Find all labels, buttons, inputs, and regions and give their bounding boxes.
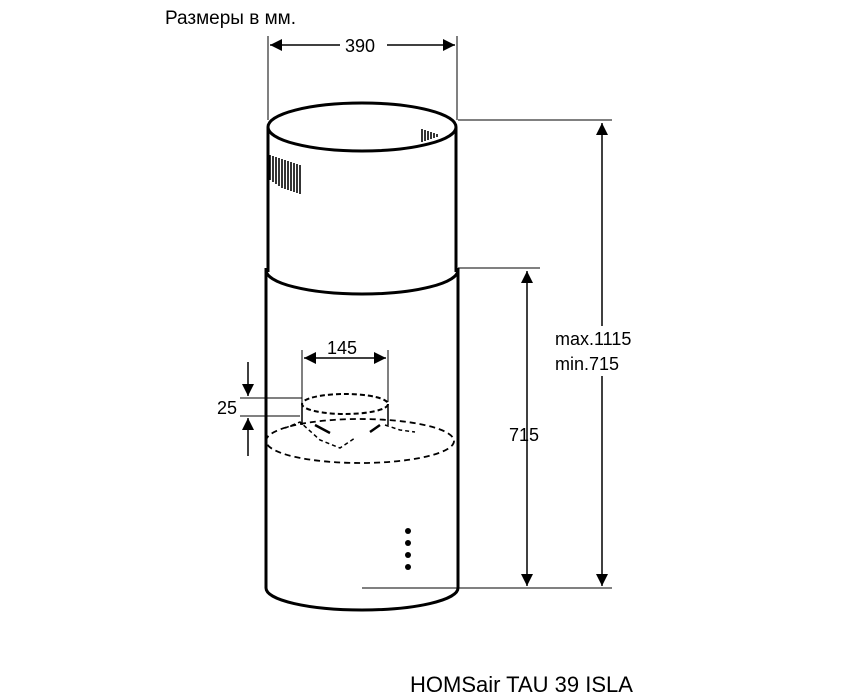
collar-height-dimension: 25 [217, 362, 302, 456]
drawing-title: Размеры в мм. [165, 8, 296, 29]
body-height-dimension: 715 [458, 267, 540, 586]
max-height-label: max.1115 [555, 329, 631, 349]
lower-body [264, 268, 460, 612]
vent-slots-icon [269, 129, 438, 194]
outlet-diameter-dimension: 145 [301, 338, 389, 402]
width-label: 390 [345, 36, 375, 56]
width-dimension: 390 [267, 36, 458, 120]
upper-chimney [266, 101, 458, 272]
min-height-label: min.715 [555, 354, 619, 374]
total-height-dimension: max.1115 min.715 [362, 119, 636, 589]
body-height-label: 715 [509, 425, 539, 445]
outlet-collar [265, 393, 455, 464]
collar-height-label: 25 [217, 398, 237, 418]
outlet-diameter-label: 145 [327, 338, 357, 358]
control-buttons [405, 528, 411, 570]
model-name: HOMSair TAU 39 ISLA [410, 672, 633, 697]
